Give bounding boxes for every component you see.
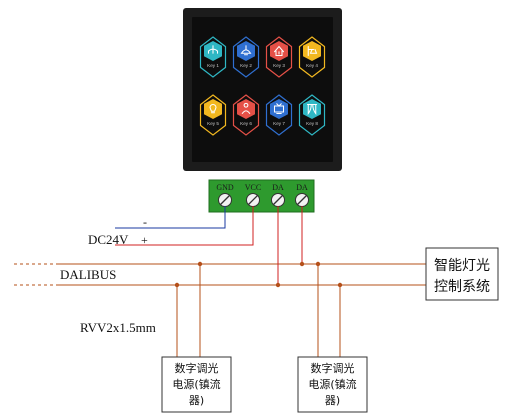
power-label: DC24V [88,232,129,247]
junction-dot [299,261,305,267]
driver-box-2: 数字调光 电源(镇流 器) [297,356,368,413]
gnd-wire [115,206,226,229]
key-button-2[interactable]: Key 2 [232,36,260,78]
power-wiring: - + DC24V [88,206,254,247]
key-button-5[interactable]: Key 5 [199,94,227,136]
terminal-block: GND VCC DA DA [208,179,315,213]
house-lamp-icon [273,45,285,57]
panel-screen [192,17,333,162]
key-label: Key 3 [273,63,285,68]
junction-dot [337,282,343,288]
chandelier-icon [207,45,219,54]
key-label: Key 8 [306,121,318,126]
terminal-label-vcc: VCC [245,183,261,192]
driver-line1: 数字调光 [175,361,219,375]
power-minus-sign: - [143,215,147,229]
driver-line3: 器) [189,394,204,407]
key-badge [303,41,321,61]
terminal-screw-vcc [246,193,260,207]
key-button-7[interactable]: Key 7 [265,94,293,136]
control-system-line2: 控制系统 [434,279,490,295]
key-button-3[interactable]: Key 3 [265,36,293,78]
terminal-label-da1: DA [272,183,284,192]
driver-line1: 数字调光 [311,361,355,375]
terminal-screw-gnd [218,193,232,207]
vcc-wire [115,206,254,246]
dali-bus: DALIBUS RVV2x1.5mm [14,206,426,357]
terminal-label-gnd: GND [216,183,234,192]
control-system-box: 智能灯光 控制系统 [425,247,499,301]
key-label: Key 6 [240,121,252,126]
junction-dot [174,282,180,288]
key-badge [237,41,255,61]
key-badge [237,99,255,119]
person-icon [241,102,251,115]
terminal-screw-da1 [271,193,285,207]
power-plus-sign: + [141,233,148,247]
key-badge [270,99,288,119]
terminal-screw-da2 [295,193,309,207]
driver-line2: 电源(镇流 [172,377,220,391]
key-badge [204,99,222,119]
key-button-4[interactable]: Key 4 [298,36,326,78]
curtain-icon [306,103,318,115]
key-label: Key 4 [306,63,318,68]
junction-dot [315,261,321,267]
cable-label: RVV2x1.5mm [80,320,156,335]
touch-panel: Key 1 Key 2 Key 3 Key 4 Key 5 Key 6 Key 7 Key 8 [183,8,342,171]
key-label: Key 7 [273,121,285,126]
bus-label: DALIBUS [60,267,116,282]
key-button-6[interactable]: Key 6 [232,94,260,136]
key-badge [270,41,288,61]
key-label: Key 5 [207,121,219,126]
ceiling-lamp-icon [240,45,252,56]
key-button-8[interactable]: Key 8 [298,94,326,136]
control-system-line1: 智能灯光 [434,258,490,274]
junction-dot [275,282,281,288]
panel-keys: Key 1 Key 2 Key 3 Key 4 Key 5 Key 6 Key 7 Key 8 [199,36,326,136]
key-label: Key 2 [240,63,252,68]
terminal-label-da2: DA [296,183,308,192]
key-label: Key 1 [207,63,219,68]
bulb-icon [209,104,217,114]
junction-dot [197,261,203,267]
wall-lamp-icon [307,45,318,57]
driver-line2: 电源(镇流 [308,377,356,391]
driver-box-1: 数字调光 电源(镇流 器) [161,356,232,413]
key-button-1[interactable]: Key 1 [199,36,227,78]
tv-icon [273,103,285,115]
driver-line3: 器) [325,394,340,407]
